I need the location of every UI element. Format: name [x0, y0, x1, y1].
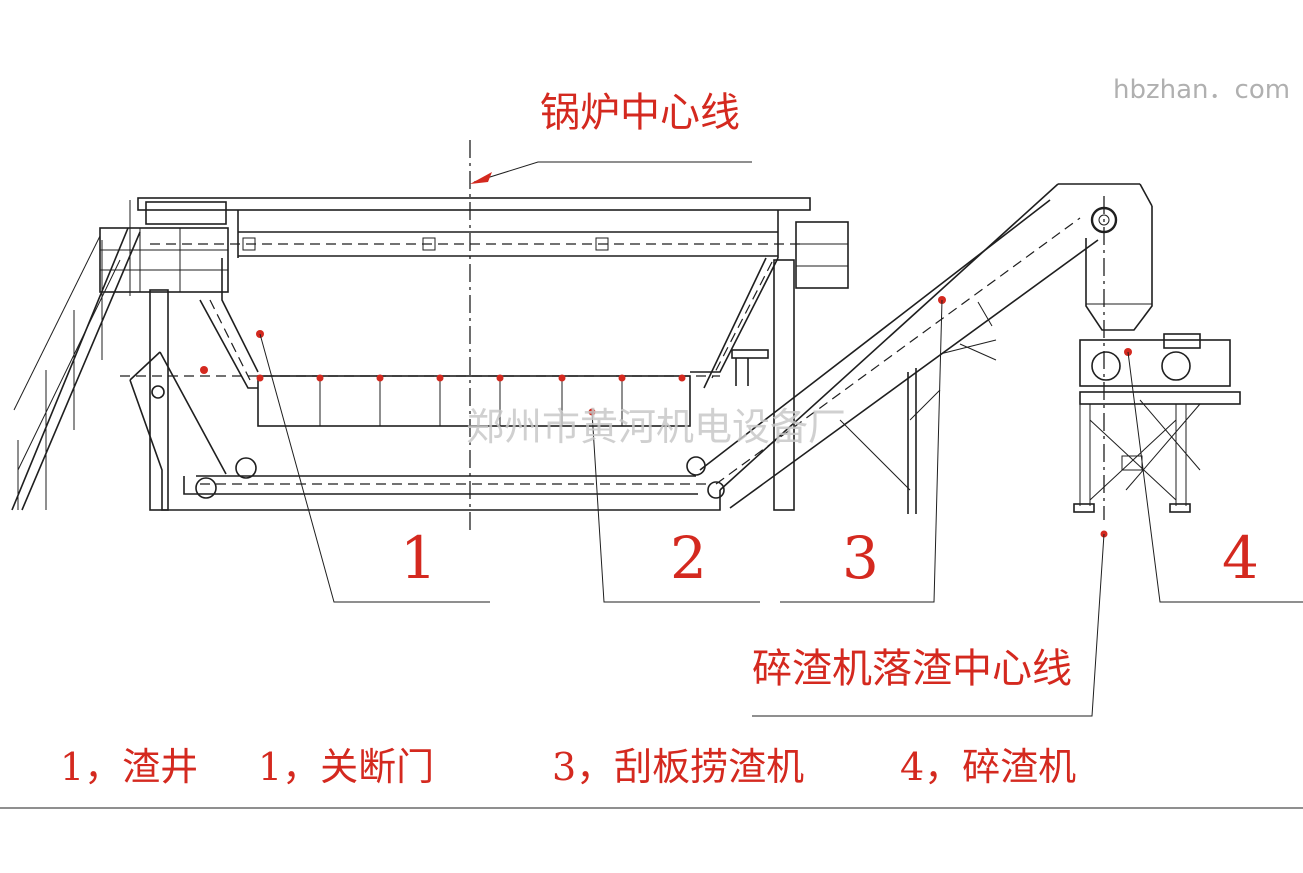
scraper-conveyor [129, 183, 1153, 514]
part-number-4: 4 [1222, 524, 1259, 592]
legend-item-scraper: 3，刮板捞渣机 [552, 745, 804, 789]
boiler-centerline-label: 锅炉中心线 [540, 90, 740, 136]
legend-item-crusher: 4，碎渣机 [900, 745, 1076, 789]
legend-item-shutoff-gate: 1，关断门 [258, 745, 434, 789]
watermark-center: 郑州市黄河机电设备厂 [466, 405, 846, 449]
leader-lines [259, 299, 1303, 717]
access-stairs [11, 227, 141, 511]
part-number-3: 3 [842, 524, 879, 592]
boiler-centerline-leader [473, 161, 752, 183]
watermark-top: hbzhan．com [1113, 75, 1290, 105]
legend-item-slag-well: 1，渣井 [60, 745, 198, 789]
part-number-1: 1 [400, 524, 437, 592]
part-number-2: 2 [670, 524, 707, 592]
boiler-centerline-arrow-icon [470, 172, 492, 184]
slag-crusher [1073, 333, 1241, 513]
marker-dots [200, 296, 1132, 538]
slag-well [99, 197, 849, 511]
crusher-centerline-label: 碎渣机落渣中心线 [752, 646, 1072, 692]
legend: 1，渣井 1，关断门 3，刮板捞渣机 4，碎渣机 [60, 745, 1076, 789]
